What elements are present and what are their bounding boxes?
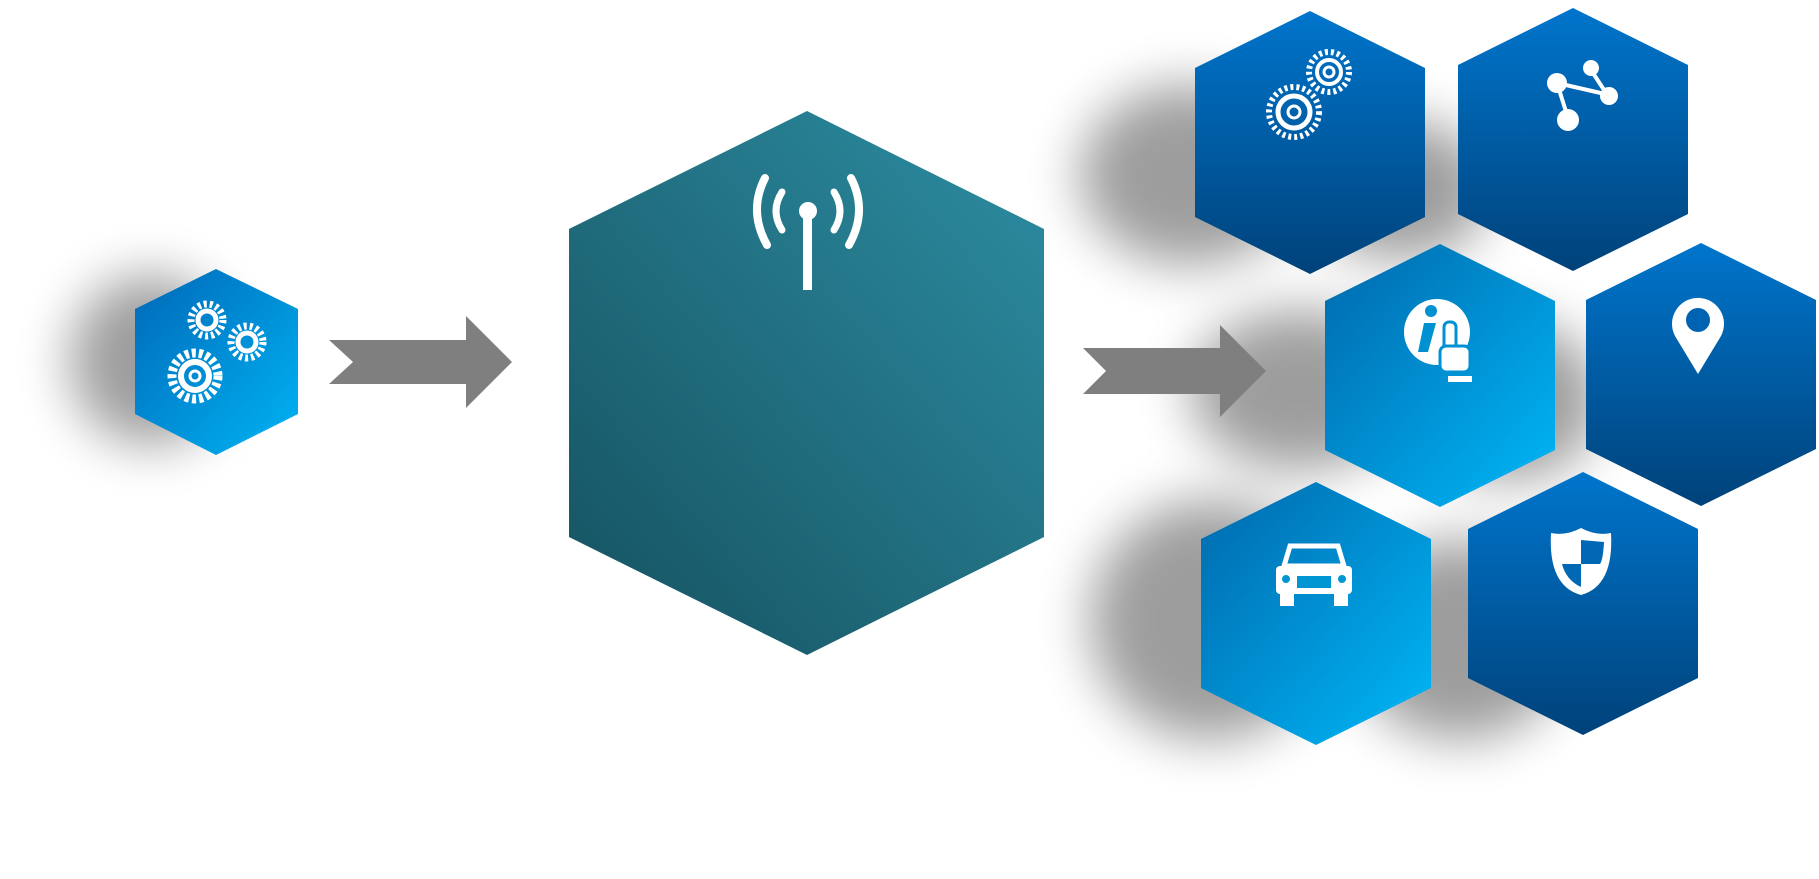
hex-service-location: [1586, 243, 1816, 506]
hex-hub: [569, 111, 1044, 655]
hex-service-share: [1458, 8, 1688, 271]
location-pin-icon: [1672, 297, 1725, 374]
hex-service-info: [1325, 244, 1555, 507]
info-touch-icon: [1404, 299, 1472, 382]
arrow-source-to-hub: [329, 316, 512, 408]
antenna-icon: [753, 174, 863, 290]
gears-icon: [167, 300, 267, 404]
shield-icon: [1550, 528, 1612, 595]
hex-service-gears: [1195, 11, 1425, 274]
hex-service-car: [1201, 482, 1431, 745]
car-icon: [1276, 543, 1352, 606]
hex-source: [135, 269, 298, 455]
hex-service-security: [1468, 472, 1698, 735]
gears-icon: [1266, 49, 1352, 140]
share-icon: [1547, 60, 1618, 131]
arrow-hub-to-services: [1083, 325, 1266, 417]
